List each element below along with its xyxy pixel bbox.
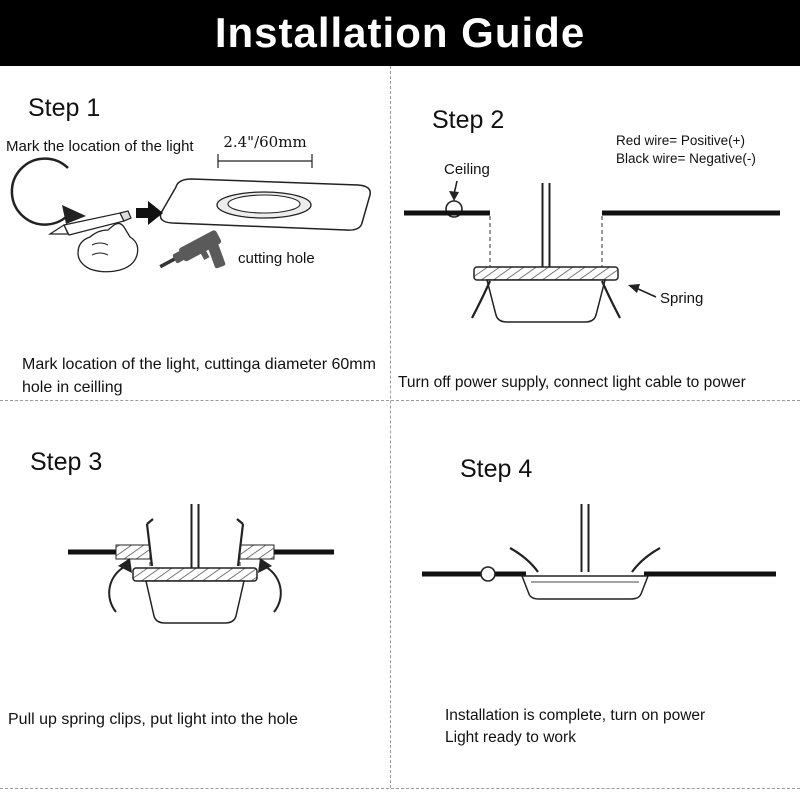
step4-title: Step 4	[460, 455, 533, 483]
power-cable	[190, 504, 200, 568]
step4-caption-line1: Installation is complete, turn on power	[445, 707, 706, 724]
divider-horizontal-bottom	[0, 788, 800, 789]
step4-illustration	[422, 504, 776, 600]
wire-notes: Red wire= Positive(+) Black wire= Negati…	[616, 132, 756, 167]
cutting-hole-label: cutting hole	[238, 250, 315, 267]
spring-label: Spring	[660, 290, 703, 307]
step2-caption: Turn off power supply, connect light cab…	[398, 374, 746, 391]
wire-note-red: Red wire= Positive(+)	[616, 133, 746, 148]
step1-title: Step 1	[28, 94, 101, 122]
hand-pencil-icon	[47, 210, 139, 273]
ceiling-line	[68, 544, 334, 560]
arrow-right-icon	[136, 201, 163, 225]
spring-clips-up	[145, 518, 245, 567]
step3-illustration	[68, 504, 334, 624]
step3-title: Step 3	[30, 448, 103, 476]
dimension-line	[217, 154, 313, 168]
ceiling-label: Ceiling	[444, 161, 490, 178]
ceiling-pointer	[445, 180, 463, 218]
step1-instruction: Mark the location of the light	[6, 138, 194, 155]
step4-caption-line2: Light ready to work	[445, 729, 576, 747]
power-cable	[580, 504, 590, 572]
power-cable	[541, 183, 551, 267]
step2-panel: Step 2 Red wire= Positive(+) Black wire=…	[390, 66, 800, 400]
drill-icon	[159, 230, 226, 269]
spring-clips	[471, 280, 621, 319]
light-fixture	[132, 567, 258, 624]
hole-projection-dashes	[489, 216, 603, 267]
light-trim	[520, 575, 650, 600]
step4-panel: Step 4	[390, 400, 800, 790]
step4-caption: Installation is complete, turn on power …	[445, 705, 785, 750]
circular-arrow-icon	[10, 157, 86, 226]
header-banner: Installation Guide	[0, 0, 800, 66]
divider-horizontal-middle	[0, 400, 800, 401]
step1-illustration: 2.4"/60mm	[10, 133, 371, 273]
spring-pointer	[628, 284, 657, 298]
step1-panel: Step 1 Mark the location of the light 2.…	[0, 66, 390, 400]
spring-clips-installed	[509, 547, 661, 573]
divider-vertical-middle	[390, 66, 391, 788]
dimension-label: 2.4"/60mm	[223, 133, 306, 151]
ceiling-panel-graphic	[159, 178, 371, 231]
light-fixture	[473, 266, 619, 323]
step2-illustration: Spring	[404, 180, 780, 323]
page-title: Installation Guide	[214, 9, 586, 56]
step3-caption: Pull up spring clips, put light into the…	[8, 711, 298, 728]
ceiling-marker-circle	[480, 566, 496, 582]
hole-projection-dashes	[149, 555, 241, 568]
step3-panel: Step 3	[0, 400, 390, 790]
step1-caption: Mark location of the light, cuttinga dia…	[22, 356, 376, 397]
step2-title: Step 2	[432, 106, 505, 134]
rotate-up-arrows	[108, 558, 282, 613]
wire-note-black: Black wire= Negative(-)	[616, 150, 756, 166]
